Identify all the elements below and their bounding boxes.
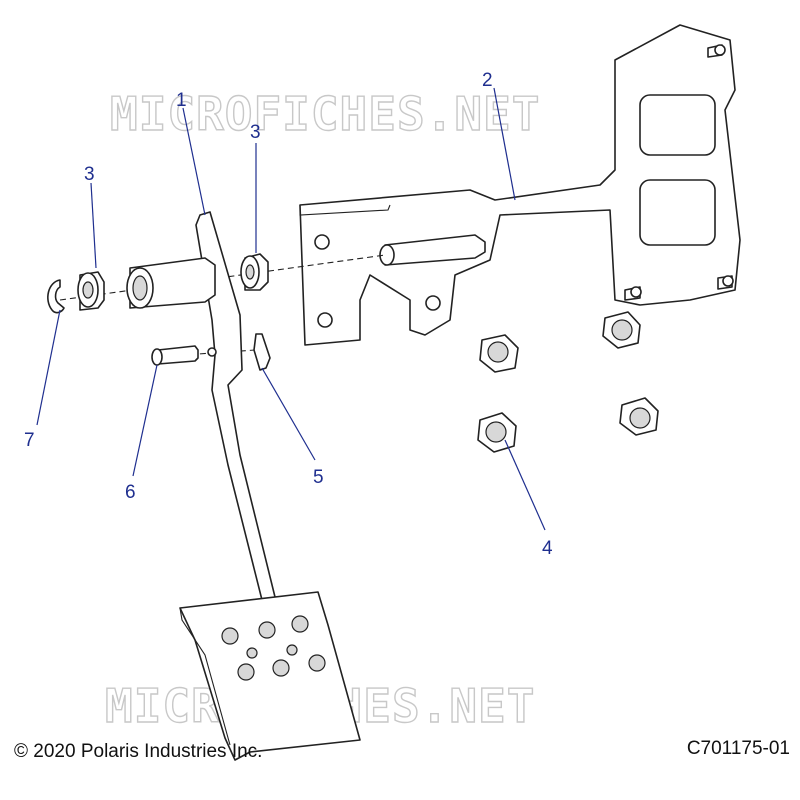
flange-nuts [477,311,659,453]
pedal-pad-holes [221,615,326,681]
leader-4 [504,439,546,531]
figure-code: C701175-01 [686,738,790,759]
nut [619,397,659,436]
watermark-top: MICROFICHES.NET [110,87,540,141]
nut [479,334,519,373]
nut [602,311,641,349]
bushing-right [240,253,269,291]
callout-3-right: 3 [250,122,261,143]
callout-6: 6 [125,482,136,503]
callout-2: 2 [482,70,493,91]
callout-3-left: 3 [84,164,95,185]
pedal-assembly [126,211,361,761]
leader-6 [132,364,158,477]
leader-7 [36,309,61,426]
callout-5: 5 [313,467,324,488]
nut [477,412,517,453]
callout-7: 7 [24,430,35,451]
bushing-left [77,271,105,311]
clevis-pin [151,345,199,366]
leader-5 [261,367,316,461]
callout-4: 4 [542,538,553,559]
cotter-pin [253,333,271,371]
leader-2 [493,87,516,201]
callout-1: 1 [176,90,187,111]
leader-1 [182,107,206,216]
leader-3a [90,182,97,269]
copyright-notice: © 2020 Polaris Industries Inc. [14,741,263,762]
e-clip [47,279,65,314]
mounting-bracket [299,24,741,346]
